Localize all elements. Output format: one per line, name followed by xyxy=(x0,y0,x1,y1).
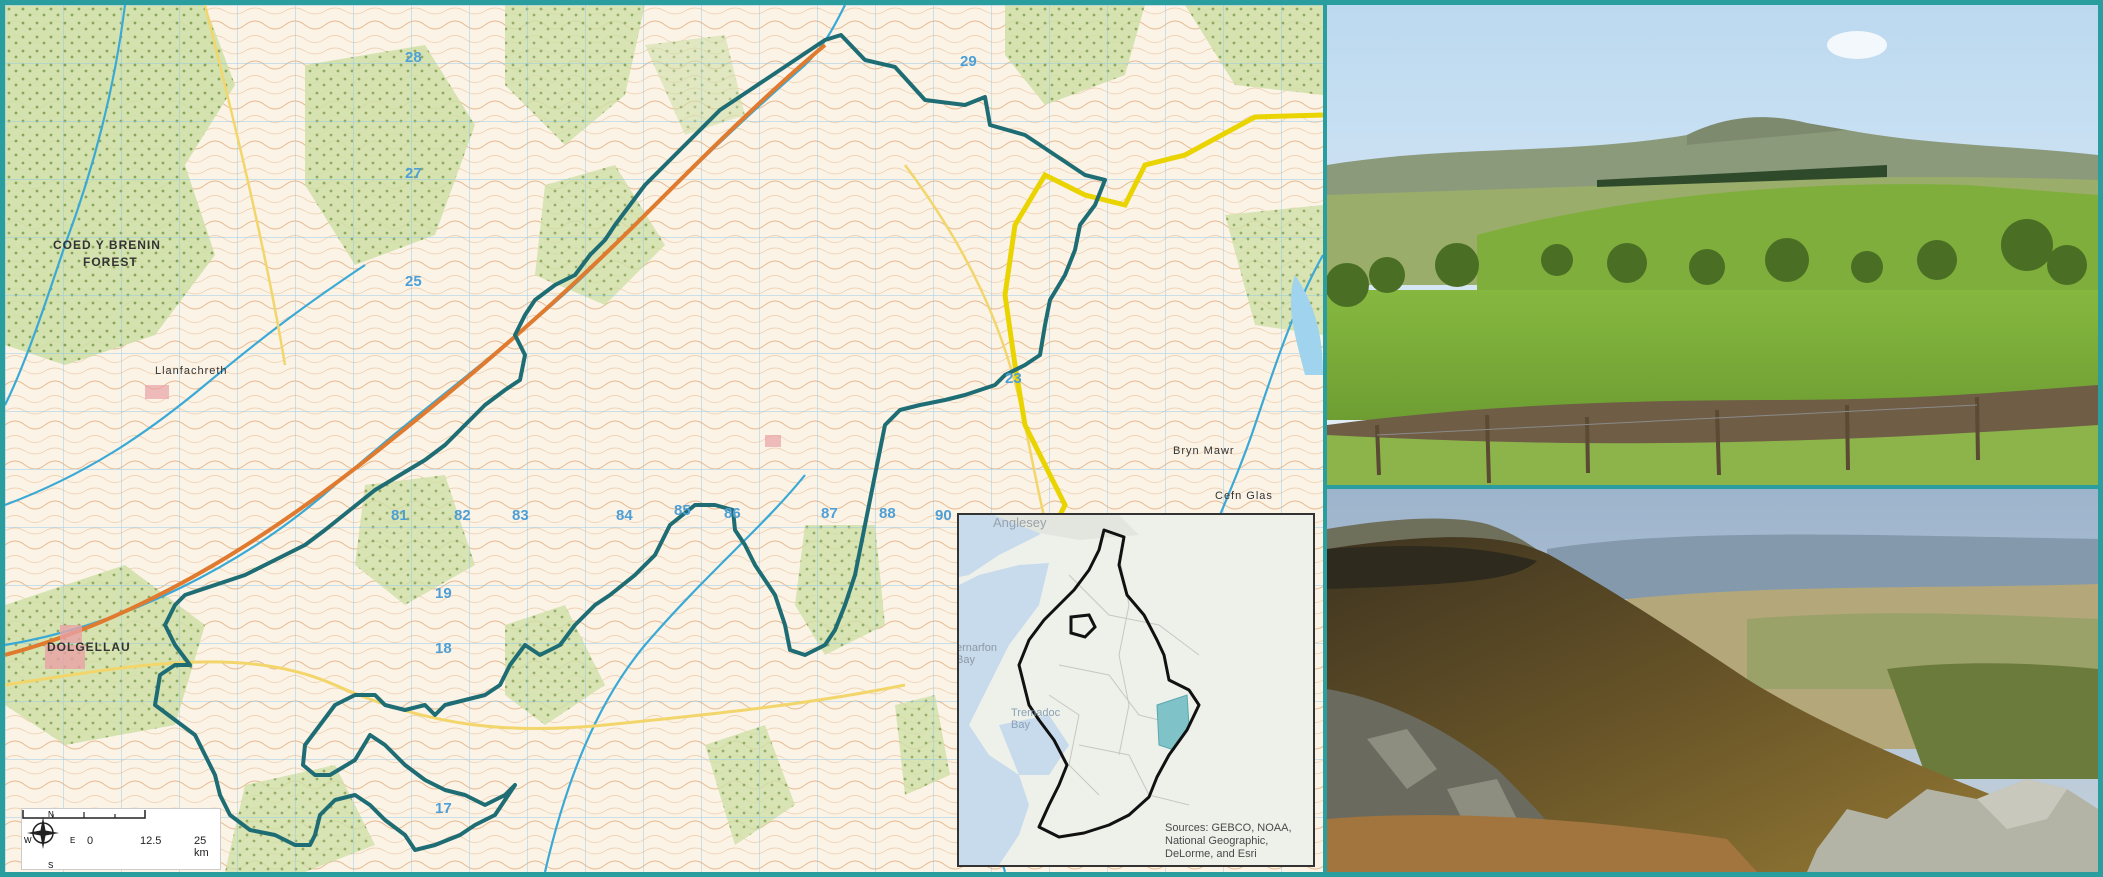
panel-divider-horizontal xyxy=(1327,485,2098,489)
scale-compass-box: N S W E 0 12.5 25 km xyxy=(21,808,221,870)
scale-tick-0: 0 xyxy=(87,835,94,847)
scale-tick-end: 25 km xyxy=(194,835,209,859)
tree-line xyxy=(1327,219,2087,307)
county-boundary-line xyxy=(1002,112,1323,547)
grid-number: 83 xyxy=(512,507,529,524)
settlements xyxy=(45,385,781,669)
ridge-photo-illustration xyxy=(1327,489,2098,872)
grid-number: 86 xyxy=(724,505,741,522)
panel-divider-vertical xyxy=(1323,0,1327,877)
valley-photo-illustration xyxy=(1327,5,2098,485)
compass-n-label: N xyxy=(48,810,54,819)
grid-number: 90 xyxy=(935,507,952,524)
place-label-bryn-mawr: Bryn Mawr xyxy=(1173,445,1235,457)
inset-locator-map[interactable]: Anglesey ernarfon Bay Tremadoc Bay Sourc… xyxy=(957,513,1315,867)
grid-number: 85 xyxy=(674,502,691,519)
grid-number: 19 xyxy=(435,585,452,602)
grid-number: 84 xyxy=(616,507,633,524)
grid-number: 87 xyxy=(821,505,838,522)
inset-region-outline xyxy=(1017,528,1201,839)
grid-number: 88 xyxy=(879,505,896,522)
os-map-panel[interactable]: COED Y BRENIN FOREST DOLGELLAU Llanfachr… xyxy=(5,5,1323,872)
place-label-llanfachreth: Llanfachreth xyxy=(155,365,228,377)
grid-number: 17 xyxy=(435,800,452,817)
inset-map-drawing xyxy=(959,515,1313,865)
scale-tick-mid: 12.5 xyxy=(140,835,162,847)
place-label-coed-y-brenin: COED Y BRENIN xyxy=(53,238,161,252)
fence-posts xyxy=(1375,396,1980,484)
compass-s-label: S xyxy=(48,861,54,870)
inset-sources-credit: Sources: GEBCO, NOAA, National Geographi… xyxy=(1165,822,1292,860)
grid-number: 28 xyxy=(405,49,422,66)
compass-w-label: W xyxy=(24,836,32,845)
inset-label-anglesey: Anglesey xyxy=(993,515,1047,530)
inset-label-caernarfon-bay: ernarfon Bay xyxy=(957,642,997,666)
grid-number: 29 xyxy=(960,53,977,70)
scale-bar xyxy=(22,810,146,819)
grid-number: 25 xyxy=(405,273,422,290)
place-label-dolgellau: DOLGELLAU xyxy=(47,640,131,654)
grid-number: 81 xyxy=(391,507,408,524)
compass-rose-icon xyxy=(27,817,59,849)
grid-number: 18 xyxy=(435,640,452,657)
grid-number: 27 xyxy=(405,165,422,182)
compass-e-label: E xyxy=(70,836,76,845)
inset-label-tremadoc-bay: Tremadoc Bay xyxy=(1011,707,1061,731)
place-label-forest: FOREST xyxy=(83,255,138,269)
study-area-boundary xyxy=(153,33,1107,852)
grid-number: 82 xyxy=(454,507,471,524)
landscape-photo-valley[interactable] xyxy=(1327,5,2098,485)
landscape-photo-ridge[interactable] xyxy=(1327,489,2098,872)
grid-number: 23 xyxy=(1005,370,1022,387)
place-label-cefn-glas: Cefn Glas xyxy=(1215,490,1273,502)
